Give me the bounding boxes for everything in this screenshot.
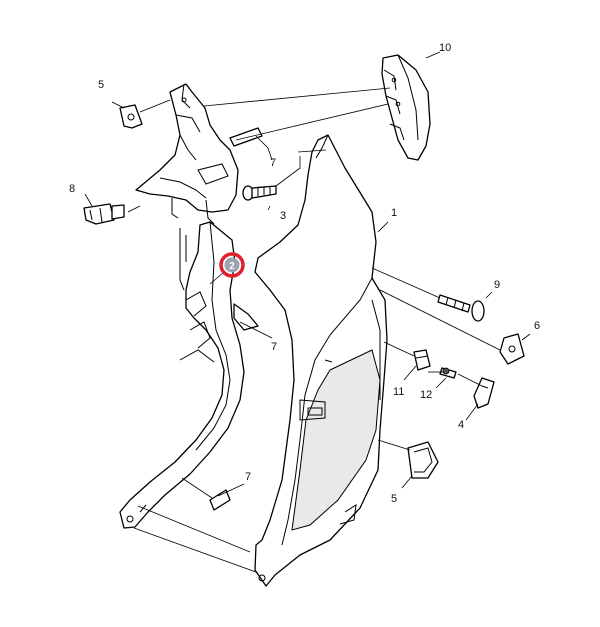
part-12-screw[interactable] xyxy=(439,367,457,379)
callout-labels: 1 3 4 5 5 6 7 7 7 8 9 10 11 12 xyxy=(69,42,540,505)
callout-12: 12 xyxy=(420,389,432,401)
callout-5-lower: 5 xyxy=(391,493,397,505)
callout-7-top: 7 xyxy=(270,157,276,169)
upper-bracket-assembly[interactable] xyxy=(135,83,239,291)
callout-4: 4 xyxy=(458,419,464,431)
callout-10: 10 xyxy=(439,42,451,54)
part-7-label-top[interactable] xyxy=(229,127,263,147)
part-9-bolt[interactable] xyxy=(437,294,485,322)
part-5-clip-lower[interactable] xyxy=(407,441,439,479)
part-10-cover[interactable] xyxy=(381,54,431,161)
part-4-retaining-clip[interactable] xyxy=(473,377,495,409)
callout-5-upper: 5 xyxy=(98,79,104,91)
callout-2-ring xyxy=(219,252,245,278)
callout-11: 11 xyxy=(393,386,404,398)
part-8-push-clip[interactable] xyxy=(83,203,125,225)
part-7-label-bottom[interactable] xyxy=(209,489,231,511)
part-6-nut-clip[interactable] xyxy=(499,333,525,365)
callout-9: 9 xyxy=(494,279,500,291)
part-11-grommet[interactable] xyxy=(413,349,431,371)
part-3-screw[interactable] xyxy=(242,185,277,201)
callout-7-bottom: 7 xyxy=(245,471,251,483)
part-5-clip-upper[interactable] xyxy=(119,104,143,129)
part-7-label-mid[interactable] xyxy=(233,303,259,331)
callout-6: 6 xyxy=(534,320,540,332)
callout-2-badge xyxy=(224,257,240,273)
leader-lines xyxy=(84,51,531,573)
part-2-bracket-panel[interactable] xyxy=(119,221,245,529)
callout-2: 2 xyxy=(229,261,235,272)
callout-8: 8 xyxy=(69,183,75,195)
callout-1: 1 xyxy=(391,207,397,219)
callout-7-mid: 7 xyxy=(271,341,277,353)
part-1-trim-panel[interactable] xyxy=(254,134,388,587)
callout-2-highlight[interactable]: 2 xyxy=(219,252,245,278)
callout-3: 3 xyxy=(280,210,286,222)
